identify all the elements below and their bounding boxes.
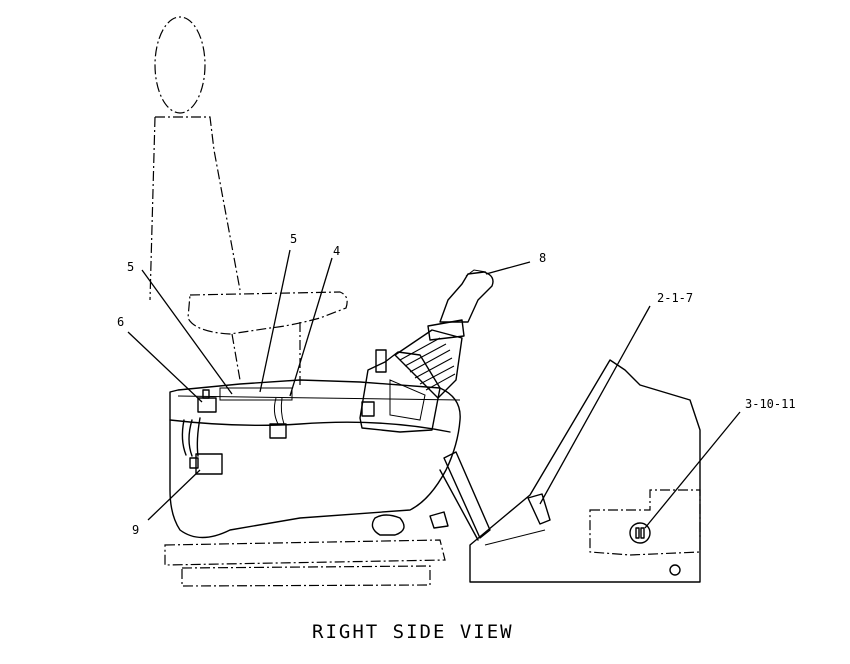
callout-2-1-7: 2-1-7: [657, 291, 693, 305]
backrest-outline: [149, 116, 241, 301]
seat-base: [164, 451, 491, 587]
seat-back: [149, 16, 241, 301]
headrest: [154, 16, 206, 114]
leader-5-left: [141, 269, 233, 395]
view-caption: RIGHT SIDE VIEW: [312, 621, 514, 643]
console-switch-2-1-7: [527, 493, 551, 525]
leader-6: [127, 331, 203, 403]
callout-4: 4: [333, 244, 340, 258]
harness-connector: [195, 453, 223, 475]
leader-4: [289, 257, 333, 397]
joystick-handle: [439, 271, 494, 323]
console-switch-3-10-11: [629, 522, 651, 544]
leader-2-1-7: [539, 305, 651, 505]
control-pod: [359, 349, 441, 433]
leader-8: [485, 261, 531, 275]
callout-9: 9: [132, 523, 139, 537]
callout-5-top: 5: [290, 232, 297, 246]
console: [469, 359, 701, 583]
callout-3-10-11: 3-10-11: [745, 397, 796, 411]
leader-3-10-11: [644, 411, 741, 529]
armrest: [187, 291, 348, 385]
leader-9: [147, 469, 201, 521]
seat-cushion: [169, 379, 461, 539]
leader-lines: [127, 249, 741, 529]
joystick: [394, 269, 494, 399]
harness: [181, 387, 293, 475]
leader-5-top: [259, 249, 291, 393]
joystick-boot: [394, 329, 463, 399]
callout-5-left: 5: [127, 260, 134, 274]
callout-6: 6: [117, 315, 124, 329]
callout-8: 8: [539, 251, 546, 265]
